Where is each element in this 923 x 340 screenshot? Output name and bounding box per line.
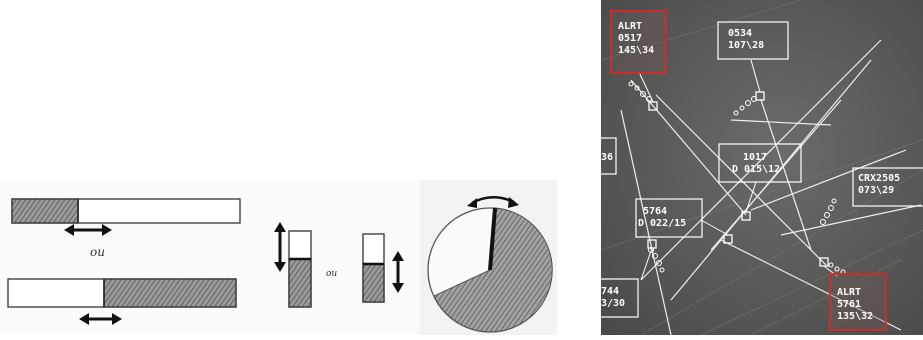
vertical-slider-left: [289, 231, 311, 307]
block-altitude: 073\29: [858, 185, 894, 196]
dial-sketch-panel: [420, 180, 557, 335]
radar-screen: ALRT 0517 145\34 0534 107\28 36 1017 D 0…: [601, 0, 923, 335]
double-arrow-icon: [64, 224, 112, 236]
or-word-top: ou: [90, 245, 105, 259]
radar-display: ALRT 0517 145\34 0534 107\28 36 1017 D 0…: [601, 0, 923, 335]
data-block-alert-8[interactable]: ALRT 5761 135\32: [830, 274, 886, 330]
block-altitude: 107\28: [728, 40, 764, 51]
block-altitude: 3/30: [601, 298, 625, 309]
block-code: 36: [601, 152, 613, 163]
dial-sketch-drawing: [420, 180, 557, 335]
block-altitude: 145\34: [618, 45, 654, 56]
block-code: 1017: [743, 152, 767, 163]
slider-sketches-drawing: ou ou: [0, 180, 420, 335]
vertical-slider-right: [363, 234, 384, 302]
vertical-double-arrow-icon: [392, 251, 404, 293]
block-callsign: CRX2505: [858, 173, 900, 184]
block-code: 744: [601, 286, 619, 297]
block-callsign: ALRT: [618, 21, 642, 32]
horizontal-slider-bottom: [8, 279, 236, 307]
block-altitude: D 022/15: [638, 218, 686, 229]
block-code: 0534: [728, 28, 752, 39]
vertical-double-arrow-icon: [274, 222, 286, 272]
curved-double-arrow-icon: [467, 197, 519, 208]
block-callsign: ALRT: [837, 287, 861, 298]
double-arrow-icon: [79, 313, 122, 325]
block-code: 5764: [643, 206, 667, 217]
horizontal-slider-top: [12, 199, 240, 223]
slider-sketches-panel: ou ou: [0, 180, 420, 335]
block-code: 0517: [618, 33, 642, 44]
block-altitude: 135\32: [837, 311, 873, 322]
block-altitude: D 015\12: [732, 164, 780, 175]
or-word-vertical: ou: [326, 269, 337, 279]
block-code: 5761: [837, 299, 861, 310]
data-block-alert-1[interactable]: ALRT 0517 145\34: [611, 11, 666, 73]
